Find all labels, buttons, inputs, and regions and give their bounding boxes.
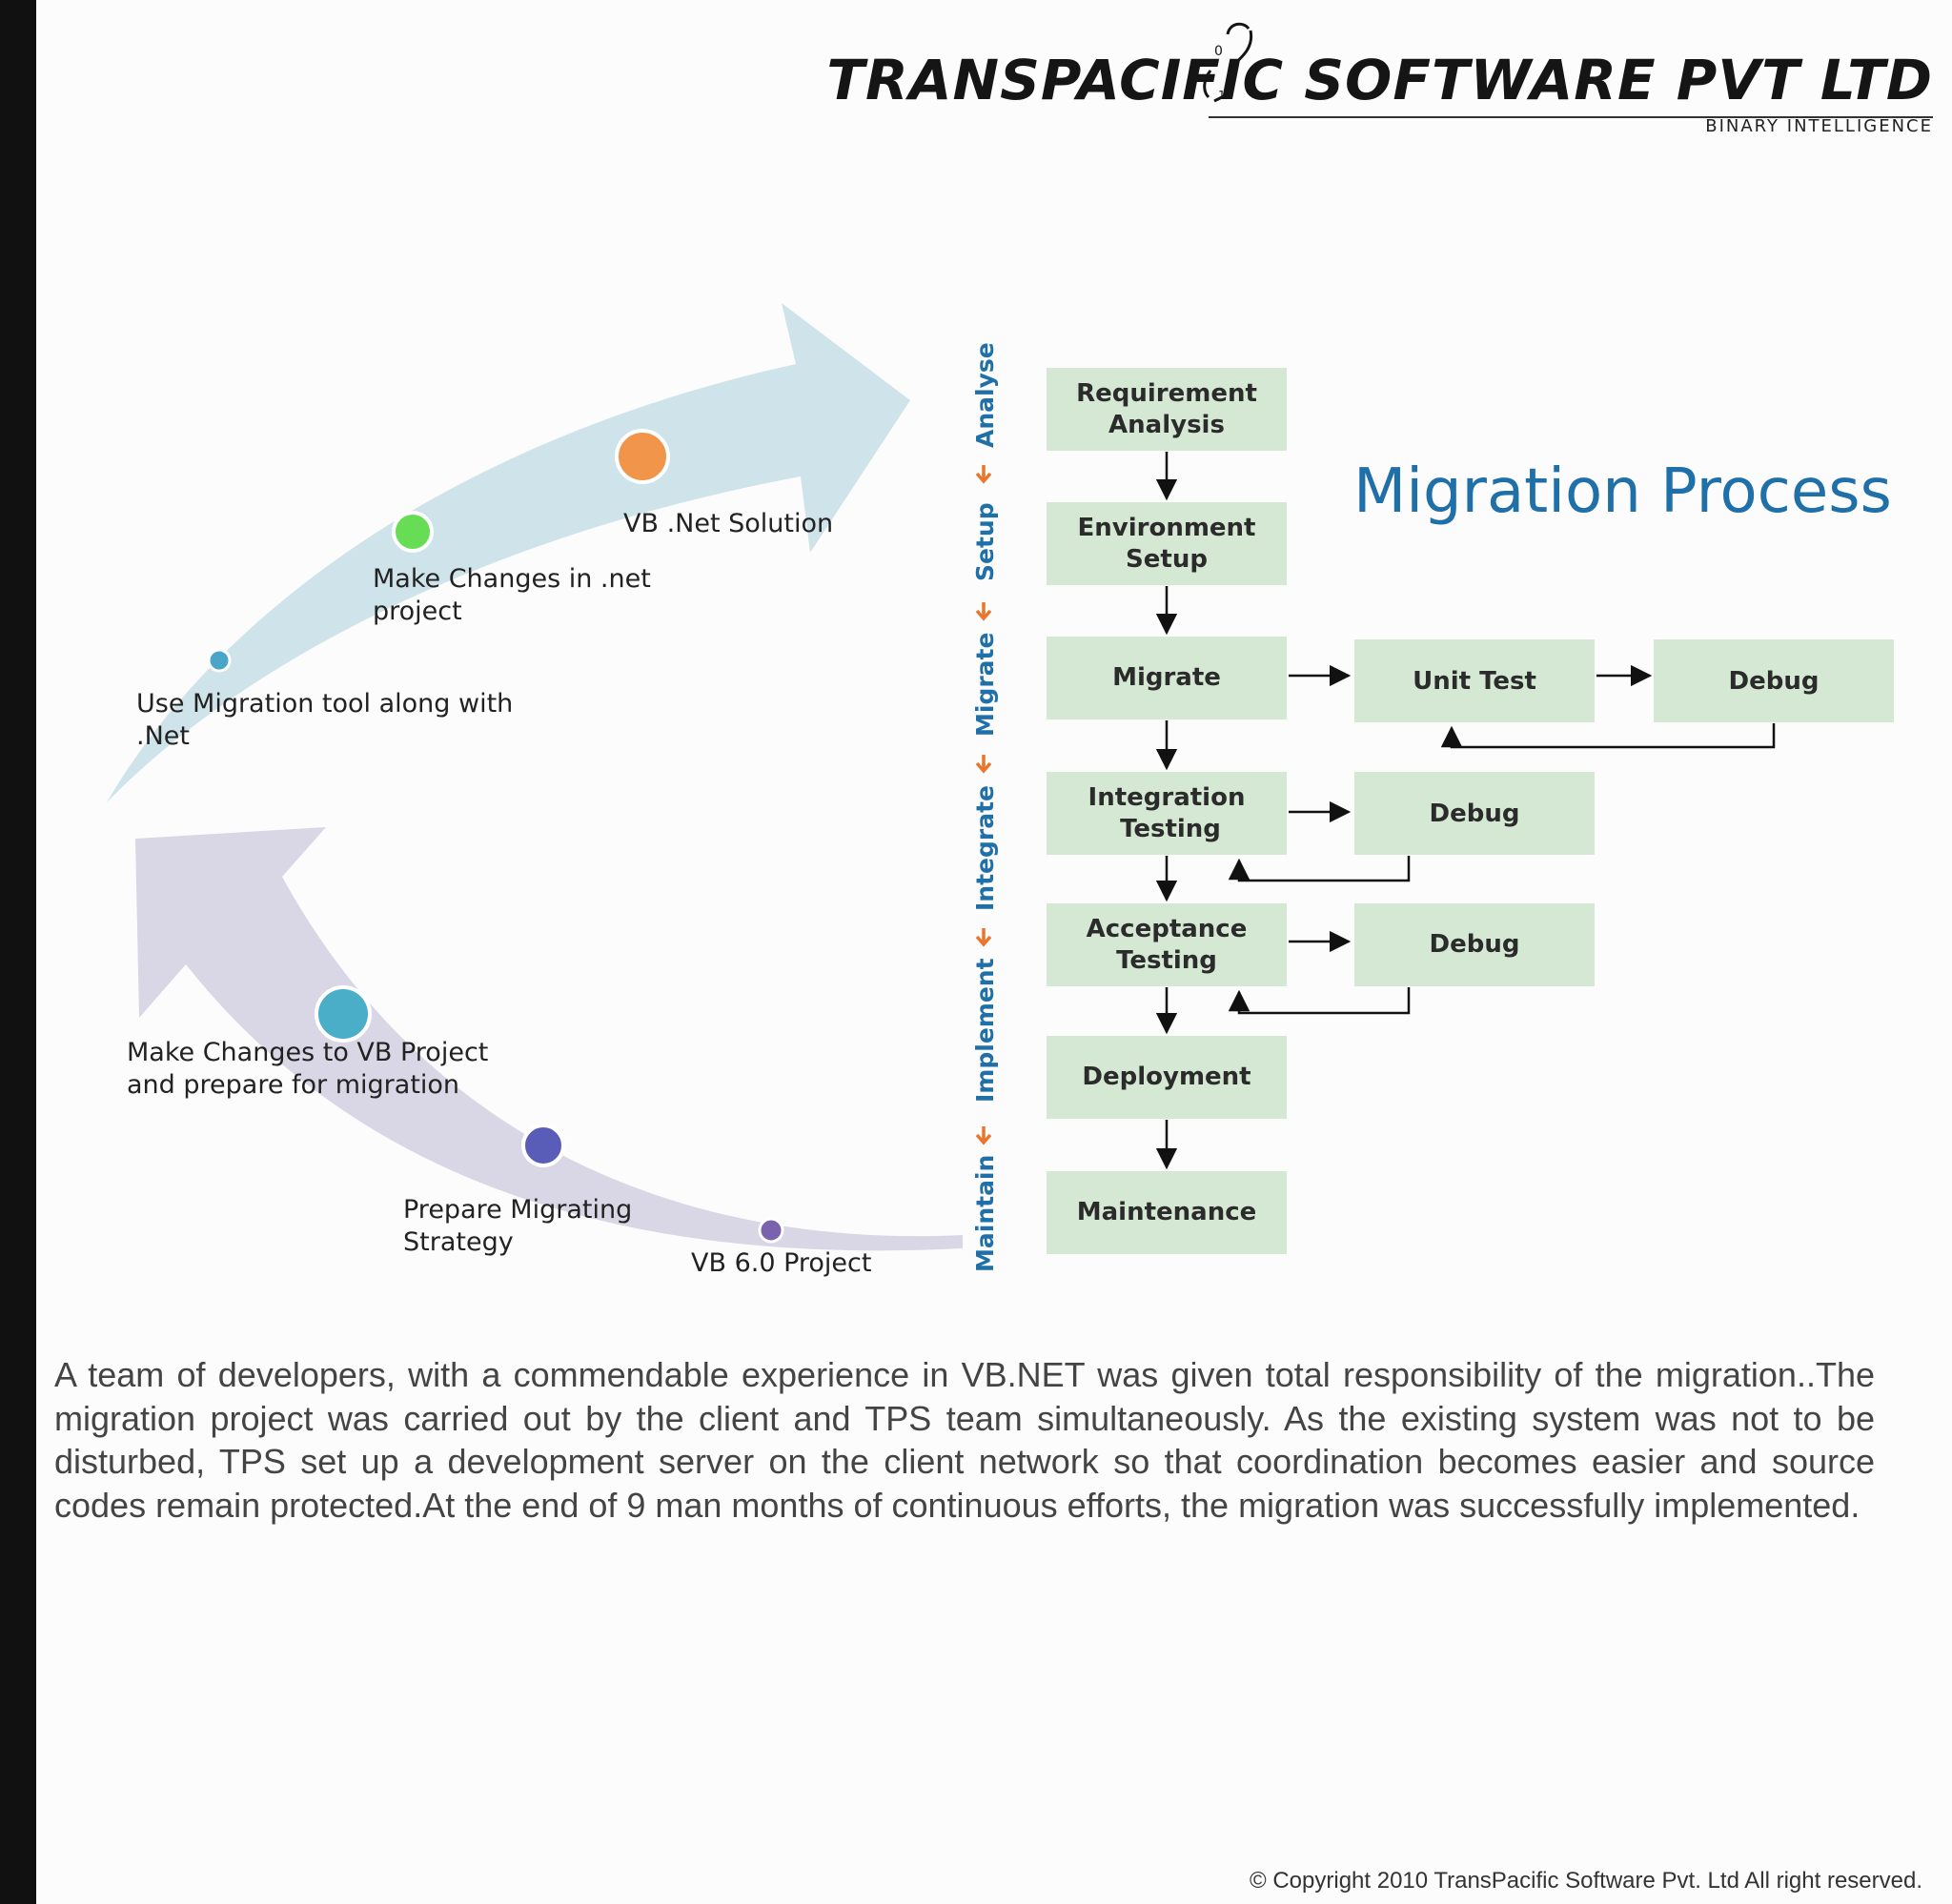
phase-down-arrow-icon [975,928,992,947]
make-changes-net-dot [392,511,434,553]
phase-maintain: Maintain [971,1155,999,1272]
phase-down-arrow-icon [975,602,992,621]
phase-down-arrow-icon [975,1126,992,1145]
vb-net-solution-label: VB .Net Solution [623,509,833,538]
debug-acceptance-label: Debug [1430,930,1520,959]
step-box-integration [1047,772,1287,855]
company-tagline: BINARY INTELLIGENCE [1705,116,1933,136]
connector-loop [1228,856,1411,882]
step-deployment-label: Deployment [1082,1063,1250,1091]
svg-text:1: 1 [1218,89,1226,102]
phase-analyse: Analyse [971,342,999,448]
make-changes-vb-dot [315,985,372,1043]
connector-loop [1440,723,1776,749]
side-box-debug-acceptance [1354,903,1595,986]
phase-down-arrow-icon [975,465,992,484]
side-box-debug-integration [1354,772,1595,855]
upper-curved-arrow [107,303,910,802]
left-edge-bar [0,0,36,1904]
phase-arrow-icons [975,465,992,1145]
logo-swirl-icon: 0 1 [1203,22,1253,103]
step-box-environment [1047,502,1287,585]
vb-net-solution-dot [615,429,670,484]
phase-integrate: Integrate [971,785,999,911]
step-maintenance-label: Maintenance [1077,1198,1257,1226]
copyright-notice: © Copyright 2010 TransPacific Software P… [1249,1868,1922,1894]
svg-text:0: 0 [1214,44,1223,59]
step-box-acceptance [1047,903,1287,986]
side-steps: Unit Test Debug Debug Debug [1354,639,1894,986]
vb6-project-dot [758,1217,784,1244]
step-box-deployment [1047,1036,1287,1119]
step-migrate-label: Migrate [1112,663,1221,692]
step-box-maintenance [1047,1171,1287,1254]
phase-setup: Setup [971,502,999,581]
connectors [1155,452,1776,1170]
migration-tool-label: Use Migration tool along with.Net [136,689,513,751]
unit-test-label: Unit Test [1413,667,1536,696]
debug-unit-label: Debug [1729,667,1820,696]
phase-down-arrow-icon [975,755,992,774]
logo-underline [1209,116,1933,118]
step-box-migrate [1047,637,1287,719]
side-box-debug-unit [1654,639,1894,722]
vb6-project-label: VB 6.0 Project [691,1248,871,1278]
side-box-unit-test [1354,639,1595,722]
phase-implement: Implement [971,958,999,1103]
migration-tool-dot [207,648,232,673]
body-paragraph: A team of developers, with a commendable… [54,1355,1875,1525]
prepare-strategy-dot [521,1124,565,1167]
connector-loop [1228,987,1411,1015]
debug-integration-label: Debug [1430,800,1520,828]
step-box-requirement [1047,368,1287,451]
company-name: TRANSPACIFIC SOFTWARE PVT LTD [826,48,1933,112]
phase-migrate: Migrate [971,633,999,737]
diagram-title: Migration Process [1353,456,1892,527]
company-logo: 0 1 TRANSPACIFIC SOFTWARE PVT LTD BINARY… [826,21,1933,136]
